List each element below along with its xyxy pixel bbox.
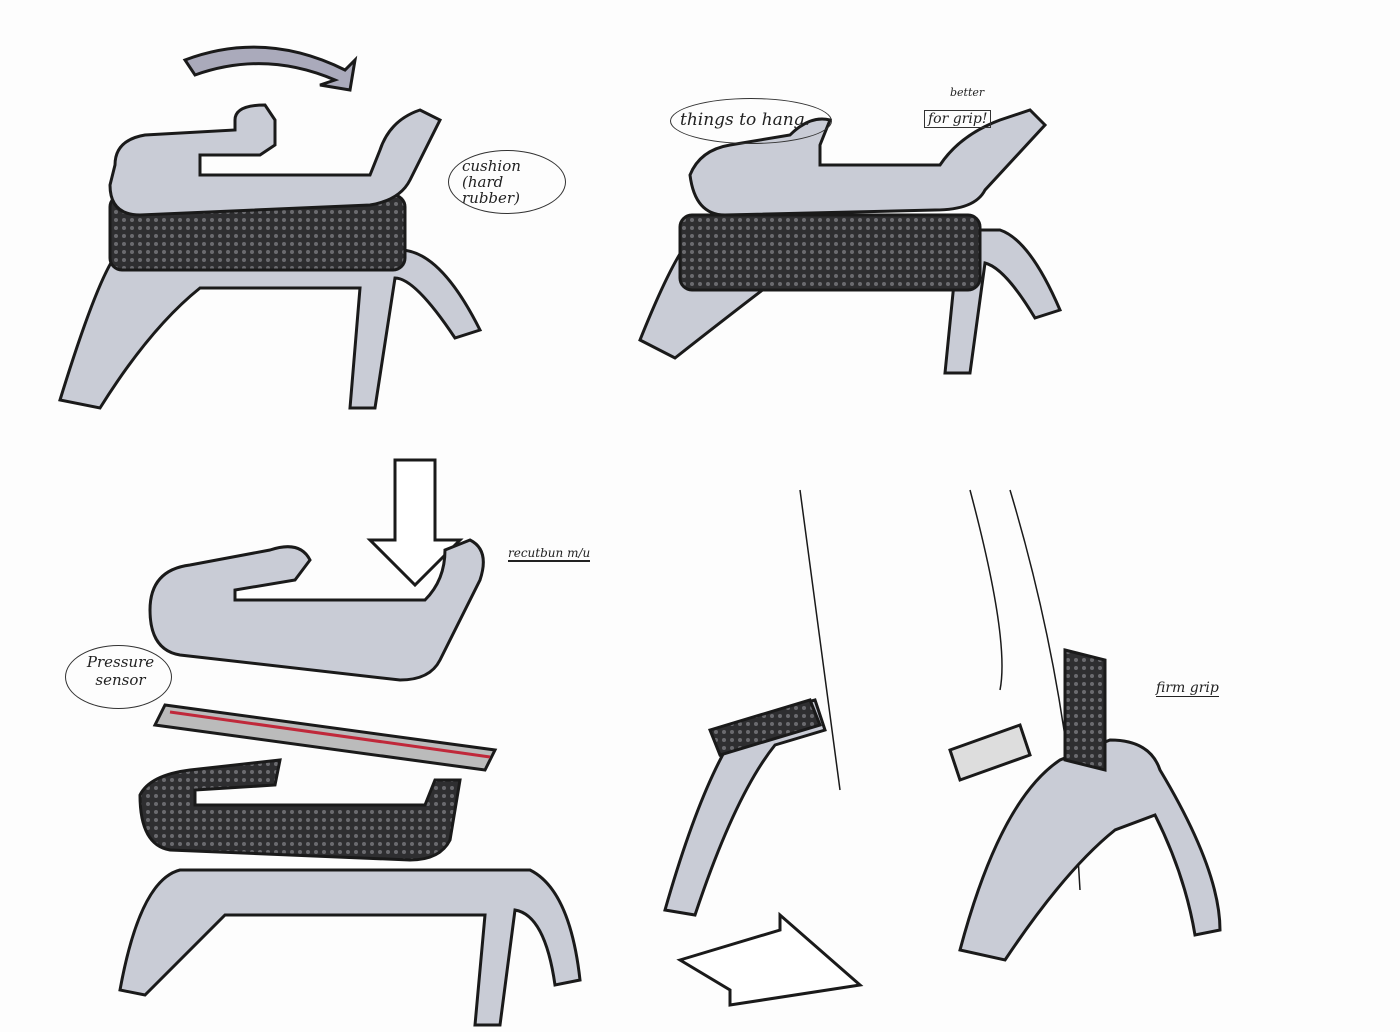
things-to-hang-bubble [670, 98, 832, 144]
rotate-arrow-icon [182, 45, 358, 92]
stool-exploded-view [118, 458, 582, 1027]
down-arrow-icon [366, 458, 464, 588]
things-to-hang-note: things to hang. [680, 110, 810, 130]
for-grip-note: for grip! [924, 110, 992, 128]
cushion-bubble [448, 150, 566, 214]
pressure-sensor-bubble [65, 645, 172, 709]
better-note: better [950, 86, 985, 99]
stool-top-left [58, 45, 483, 410]
stool-in-use [663, 489, 1222, 1007]
direction-arrow-icon [676, 911, 864, 1007]
cushion-note: cushion (hard rubber) [462, 157, 521, 207]
firm-grip-note: firm grip [1156, 680, 1219, 697]
pressure-sensor-note: Pressure sensor [86, 653, 155, 689]
stool-top-right [638, 108, 1063, 375]
teardown-note: recutbun m/u [508, 546, 591, 562]
